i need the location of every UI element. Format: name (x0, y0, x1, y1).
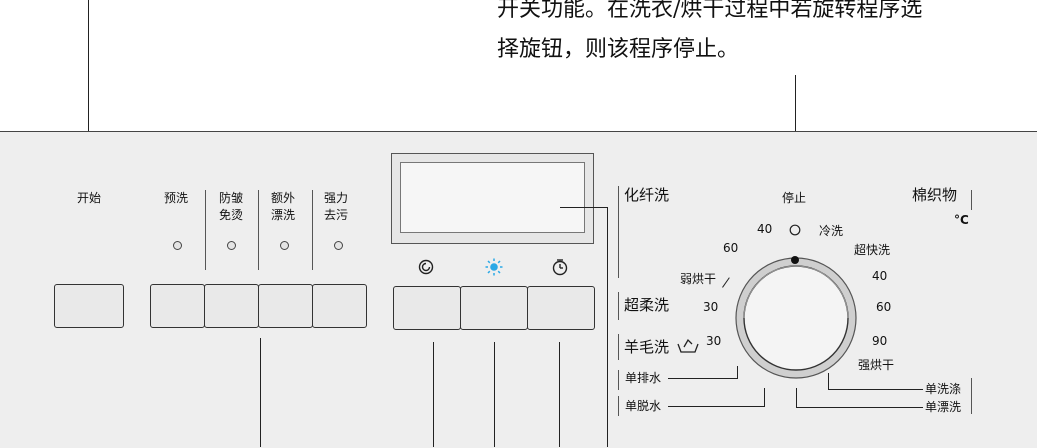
leader-line-timer (559, 342, 561, 447)
celsius-label: °C (954, 213, 969, 227)
program-right-border-top (971, 190, 972, 210)
stop-position-icon (789, 224, 801, 236)
anti-wrinkle-button[interactable] (204, 284, 259, 328)
option-separator-1 (205, 190, 206, 270)
lcd-display (391, 153, 594, 244)
intensive-line-2: 去污 (324, 208, 349, 222)
leader-line-temp (494, 342, 496, 447)
program-left-border-spin (618, 396, 619, 416)
intensive-label: 强力 去污 (324, 190, 348, 224)
spin-only-line-v (764, 388, 766, 407)
dial-indicator-dot (791, 256, 799, 264)
start-label: 开始 (77, 191, 102, 205)
lcd-screen (400, 162, 585, 233)
spin-speed-icon (418, 259, 434, 275)
program-left-border-wool (618, 334, 619, 360)
dial-30-soft: 30 (703, 300, 719, 314)
prewash-led (173, 241, 182, 250)
program-left-border-drain (618, 370, 619, 390)
drain-only-line-h (668, 378, 738, 380)
dial-strong-dry: 强烘干 (858, 358, 895, 372)
intensive-button[interactable] (312, 284, 367, 328)
extra-rinse-button[interactable] (258, 284, 313, 328)
intensive-led (334, 241, 343, 250)
dial-30-wool: 30 (706, 334, 722, 348)
program-dial[interactable] (744, 266, 848, 370)
drain-only-label: 单排水 (625, 371, 662, 385)
wash-only-label: 单洗涤 (925, 382, 962, 396)
extra-rinse-label: 额外 漂洗 (271, 190, 295, 224)
wool-label: 羊毛洗 (624, 338, 670, 356)
extra-rinse-led (280, 241, 289, 250)
spin-only-line-h (668, 406, 765, 408)
spin-only-label: 单脱水 (625, 399, 662, 413)
rinse-only-line-h (796, 407, 923, 409)
leader-line-display-h (560, 207, 608, 209)
intensive-line-1: 强力 (324, 191, 349, 205)
drain-only-line-v (737, 366, 739, 379)
dial-60-right: 60 (876, 300, 892, 314)
super-soft-label: 超柔洗 (624, 296, 670, 314)
option-separator-2 (258, 190, 259, 270)
anti-wrinkle-line-1: 防皱 (219, 191, 244, 205)
program-dial-ring (735, 257, 857, 379)
caption-line-1: 开关功能。在洗衣/烘干过程中若旋转程序选 (497, 0, 923, 22)
leader-line-spin (433, 342, 435, 447)
delay-timer-icon (552, 259, 568, 276)
extra-rinse-line-1: 额外 (271, 191, 296, 205)
spin-speed-button[interactable] (393, 286, 461, 330)
temperature-sun-icon (485, 258, 503, 276)
dial-super-quick: 超快洗 (854, 243, 891, 257)
rinse-only-label: 单漂洗 (925, 400, 962, 414)
dial-60-left: 60 (723, 241, 739, 255)
program-left-border-top (618, 186, 619, 278)
delay-timer-button[interactable] (527, 286, 595, 330)
start-button[interactable] (54, 284, 124, 328)
temperature-button[interactable] (460, 286, 528, 330)
leader-line-start (88, 0, 90, 168)
anti-wrinkle-line-2: 免烫 (219, 208, 244, 222)
leader-line-stop (795, 75, 797, 175)
prewash-label: 预洗 (164, 191, 189, 205)
wash-only-line-h (828, 389, 923, 391)
leader-line-options (260, 338, 262, 447)
dial-40-right: 40 (872, 269, 888, 283)
dial-40-left: 40 (757, 222, 773, 236)
hand-wash-icon (677, 338, 699, 353)
leader-line-display-v (607, 207, 609, 447)
program-right-border-bottom (971, 378, 972, 414)
rinse-only-line-v (796, 388, 798, 408)
option-separator-3 (312, 190, 313, 270)
caption-line-2: 择旋钮，则该程序停止。 (497, 37, 740, 62)
stop-label: 停止 (782, 191, 807, 205)
anti-wrinkle-label: 防皱 免烫 (219, 190, 243, 224)
cotton-label: 棉织物 (912, 186, 958, 204)
dial-weak-dry: 弱烘干 (680, 272, 717, 286)
dial-cold-wash: 冷洗 (819, 224, 844, 238)
wash-only-line-v (828, 373, 830, 390)
program-left-border-soft (618, 292, 619, 320)
anti-wrinkle-led (227, 241, 236, 250)
extra-rinse-line-2: 漂洗 (271, 208, 296, 222)
dial-90: 90 (872, 334, 888, 348)
caption-text: 开关功能。在洗衣/烘干过程中若旋转程序选 择旋钮，则该程序停止。 (497, 0, 1037, 70)
prewash-button[interactable] (150, 284, 205, 328)
synthetic-label: 化纤洗 (624, 186, 670, 204)
